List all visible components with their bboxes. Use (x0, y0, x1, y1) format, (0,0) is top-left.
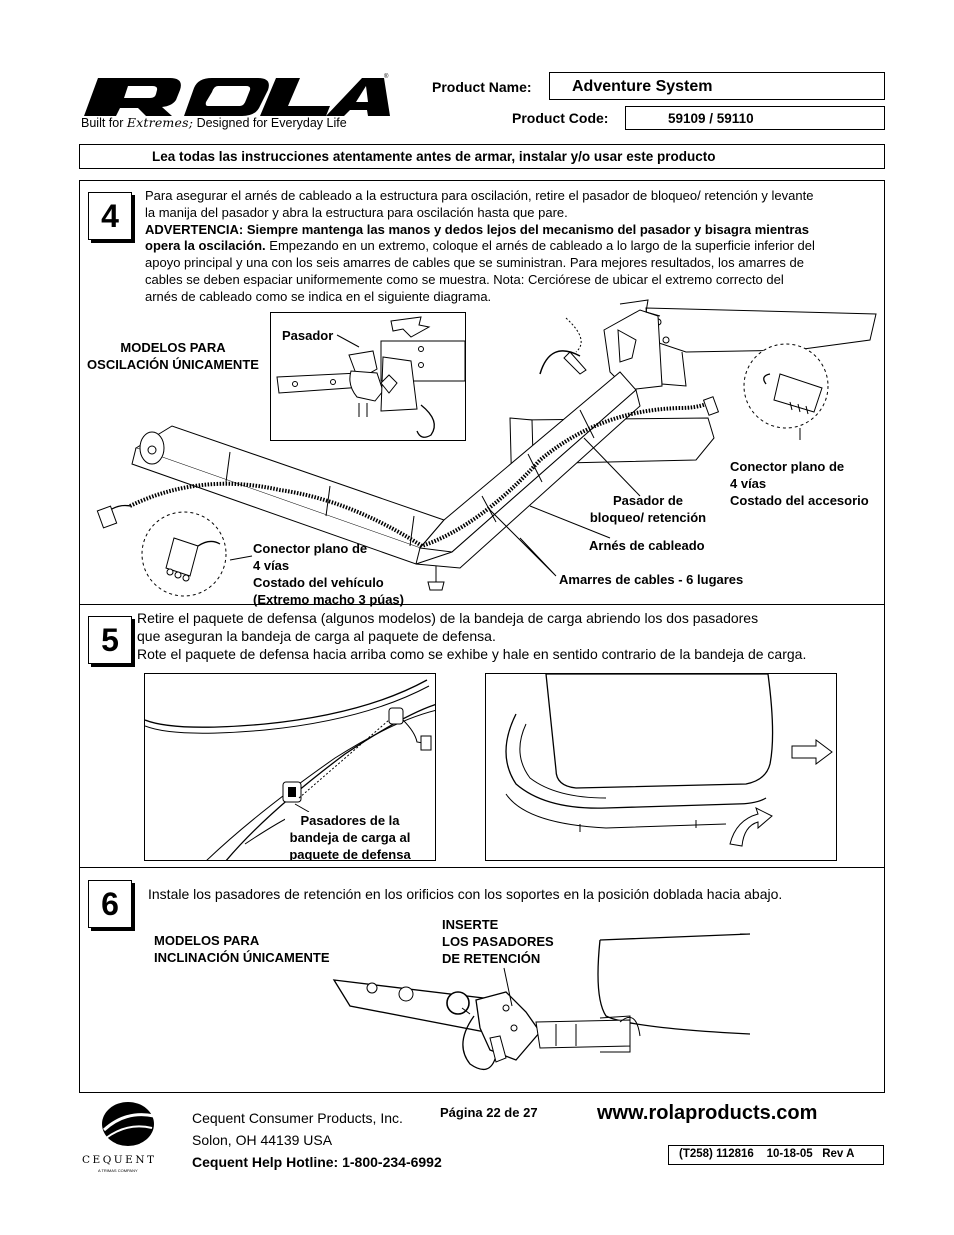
swing-frame-harness-drawing (96, 299, 877, 597)
tray-pins-label: Pasadores de la bandeja de carga al paqu… (285, 812, 415, 860)
product-name-value: Adventure System (572, 78, 713, 95)
banner-text: Lea todas las instrucciones atentamente … (152, 149, 716, 164)
harness-label: Arnés de cableado (589, 538, 705, 553)
rola-logo: ® Built for Extremes; Designed for Every… (80, 72, 392, 134)
cequent-logo: CEQUENT A TRIMAS COMPANY (82, 1100, 166, 1174)
pasador-label: Pasador (282, 328, 334, 343)
cequent-logo-text: CEQUENT (82, 1154, 157, 1166)
step-5-text: Retire el paquete de defensa (algunos mo… (137, 609, 806, 663)
step-5-number: 5 (88, 616, 132, 664)
divider-step6 (79, 867, 885, 868)
product-name-label: Product Name: (432, 79, 532, 95)
cequent-logo-subtext: A TRIMAS COMPANY (98, 1168, 138, 1173)
step-4-line: cables se deben espaciar uniformemente c… (145, 271, 784, 287)
company-address: Cequent Consumer Products, Inc. Solon, O… (192, 1107, 442, 1173)
step-4-text: Para asegurar el arnés de cableado a la … (145, 188, 880, 306)
bumper-pack-rotation-drawing (505, 674, 833, 847)
step-4-warning-end: opera la oscilación. (145, 238, 266, 254)
steps-frame (79, 180, 885, 1093)
product-code-box: 59109 / 59110 (625, 106, 885, 130)
step-4-line: apoyo principal y una con los seis amarr… (145, 255, 804, 271)
product-name-box: Adventure System (549, 72, 885, 100)
svg-text:®: ® (384, 73, 389, 80)
company-line2: Solon, OH 44139 USA (192, 1132, 333, 1148)
pivot-latch-drawing (276, 316, 466, 438)
product-code-value: 59109 / 59110 (668, 111, 754, 126)
conn-vehicle-label: Conector plano de 4 vías Costado del veh… (253, 541, 404, 607)
insert-pins-label: INSERTE LOS PASADORES DE RETENCIÓN (442, 917, 554, 966)
step-5-line: que aseguran la bandeja de carga al paqu… (137, 628, 496, 644)
step-5-photo-left: Pasadores de la bandeja de carga al paqu… (144, 673, 436, 861)
product-code-label: Product Code: (512, 110, 609, 126)
step-4-number: 4 (88, 192, 132, 240)
step-6-models-label: MODELOS PARA INCLINACIÓN ÚNICAMENTE (154, 933, 330, 965)
instruction-banner: Lea todas las instrucciones atentamente … (79, 144, 885, 169)
rola-logo-mark: ® (84, 73, 390, 116)
step-4-line: Para asegurar el arnés de cableado a la … (145, 188, 814, 203)
lock-pin-label: Pasador de bloqueo/ retención (589, 493, 707, 525)
tilt-retention-pins-drawing (332, 933, 751, 1071)
divider-step5 (79, 604, 885, 605)
company-line1: Cequent Consumer Products, Inc. (192, 1110, 403, 1126)
hotline: Cequent Help Hotline: 1-800-234-6992 (192, 1154, 442, 1170)
step-6-number: 6 (88, 880, 132, 928)
cequent-logo-mark (102, 1102, 155, 1146)
step-5-line: Retire el paquete de defensa (algunos mo… (137, 610, 759, 626)
cargo-tray-pins-drawing (145, 679, 435, 860)
step-4-models-label: MODELOS PARA OSCILACIÓN ÚNICAMENTE (87, 340, 259, 372)
website-link[interactable]: www.rolaproducts.com (597, 1102, 818, 1124)
step-4-warning: ADVERTENCIA: Siempre mantenga las manos … (145, 221, 809, 237)
pivot-detail-inset: Pasador (270, 312, 466, 441)
step-5-line: Rote el paquete de defensa hacia arriba … (137, 646, 807, 662)
step-6-text: Instale los pasadores de retención en lo… (148, 886, 783, 902)
doc-code-box: (T258) 112816 10-18-05 Rev A (668, 1145, 884, 1165)
conn-accessory-label: Conector plano de 4 vías Costado del acc… (730, 459, 869, 508)
page-number: Página 22 de 27 (440, 1105, 538, 1120)
step-4-line: la manija del pasador y abra la estructu… (145, 204, 568, 220)
cable-ties-label: Amarres de cables - 6 lugares (559, 572, 744, 587)
step-4-line: opera la oscilación. Empezando en un ext… (145, 238, 880, 255)
step-4-line: arnés de cableado como se indica en el s… (145, 288, 492, 304)
rola-tagline: Built for Extremes; Designed for Everyda… (81, 115, 347, 130)
step-5-photo-right (485, 673, 837, 861)
step-4-line-rest: Empezando en un extremo, coloque el arné… (265, 238, 815, 254)
doc-code: (T258) 112816 10-18-05 Rev A (679, 1148, 855, 1160)
